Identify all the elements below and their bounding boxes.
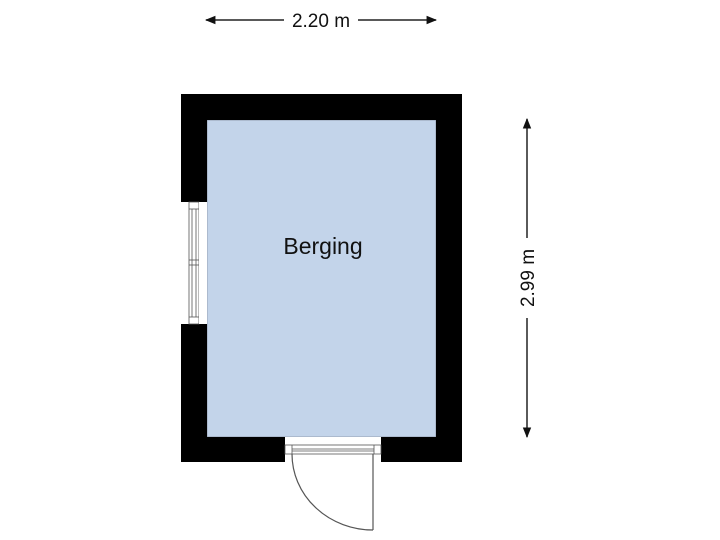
wall-left-upper xyxy=(181,94,207,202)
width-dimension-label: 2.20 m xyxy=(292,11,350,32)
room-floor xyxy=(206,119,437,438)
wall-top xyxy=(181,94,462,120)
wall-bottom-left xyxy=(181,437,285,462)
room-label: Berging xyxy=(283,233,362,259)
height-dimension: 2.99 m xyxy=(518,117,539,439)
wall-bottom-right xyxy=(381,437,462,462)
wall-right xyxy=(436,94,462,462)
walls xyxy=(181,94,462,462)
height-dimension-label: 2.99 m xyxy=(518,249,539,307)
door-swing-arc xyxy=(291,453,374,531)
window-left xyxy=(188,201,207,325)
door-bottom xyxy=(284,437,382,531)
width-dimension: 2.20 m xyxy=(204,11,438,32)
window-frame xyxy=(188,201,200,325)
